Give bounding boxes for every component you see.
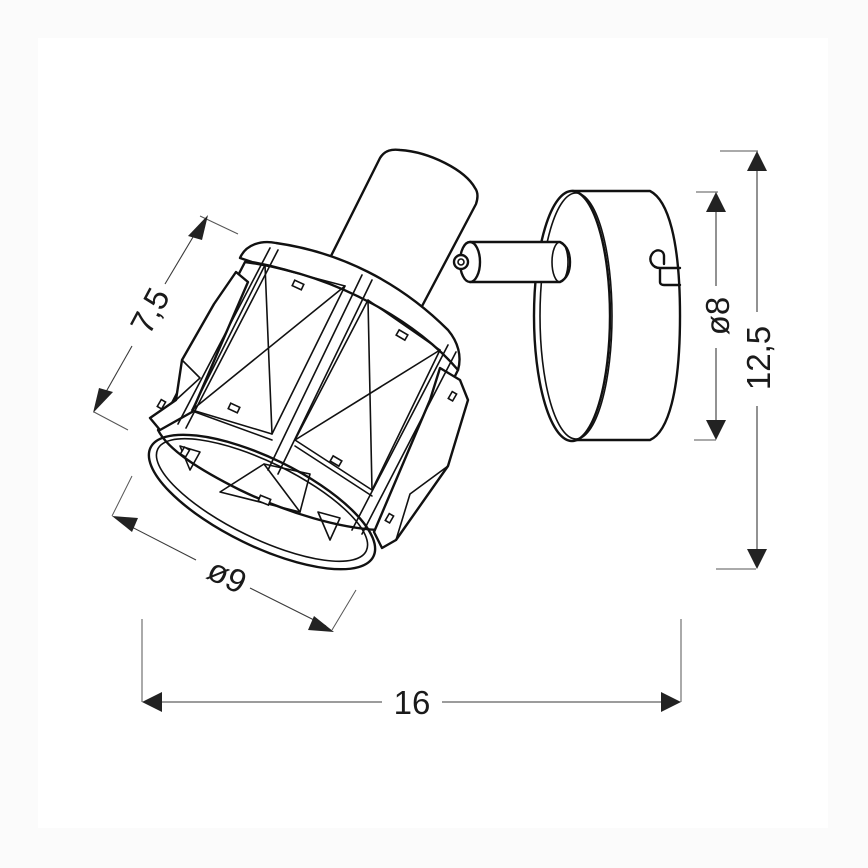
- dimension-total-depth: 16: [141, 619, 682, 721]
- arrow-head: [706, 192, 726, 212]
- label-total-depth: 16: [394, 684, 431, 721]
- arrow-head: [93, 388, 113, 413]
- shade-cage: [147, 240, 470, 571]
- arrow-head: [142, 692, 162, 712]
- arrow-head: [661, 692, 681, 712]
- arrow-head: [747, 151, 767, 171]
- lamp-body: [328, 148, 479, 312]
- arrow-head: [706, 420, 726, 440]
- arrow-head: [308, 616, 334, 632]
- dimension-total-height: 12,5: [716, 150, 777, 570]
- arrow-head: [112, 516, 138, 532]
- arrow-head: [747, 549, 767, 569]
- label-total-height: 12,5: [740, 326, 777, 390]
- arrow-head: [188, 215, 208, 240]
- label-base-diameter: ø8: [699, 297, 736, 336]
- keyhole-slot: [649, 249, 682, 287]
- dimension-base-diameter: ø8: [694, 191, 736, 441]
- wall-base: [532, 189, 682, 443]
- arm: [452, 240, 572, 284]
- pivot-screw: [452, 253, 470, 271]
- lamp-illustration: [147, 148, 682, 571]
